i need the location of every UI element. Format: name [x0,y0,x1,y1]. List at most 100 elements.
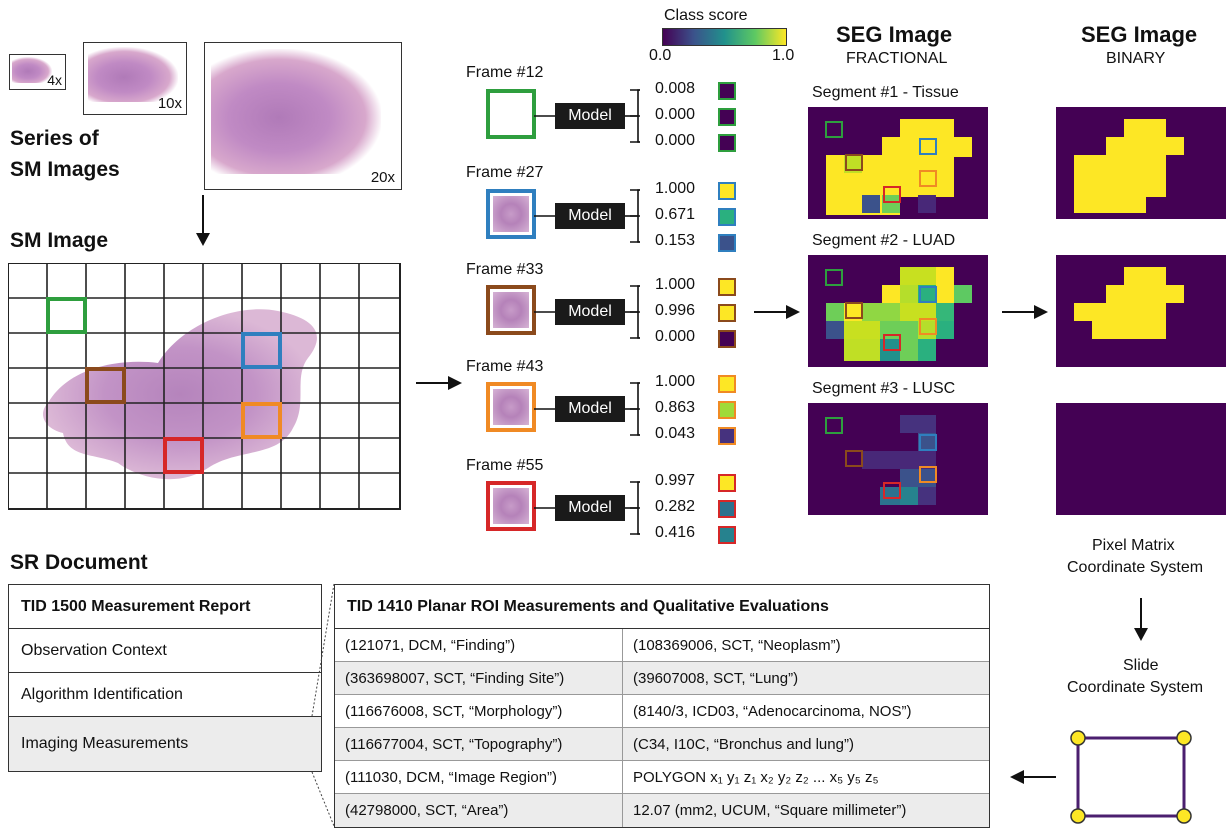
thumbnail-20x: 20x [204,42,402,190]
score-value: 0.416 [655,524,696,541]
score-value: 1.000 [655,276,696,293]
down-arrow-icon [196,195,210,246]
score-swatch [718,474,736,492]
grid-frame-33 [85,367,126,404]
segment-label: Segment #2 - LUAD [812,232,956,249]
score-value: 0.000 [655,328,696,345]
grid-frame-43 [241,402,282,439]
score-value: 0.008 [655,80,696,97]
zoom-label-10x: 10x [157,95,182,112]
table-cell: (121071, DCM, “Finding”) [335,629,622,662]
right-arrow-icon [754,305,800,319]
score-value: 1.000 [655,373,696,390]
table-cell: (116677004, SCT, “Topography”) [335,728,622,761]
colorbar-max-label: 1.0 [772,47,795,64]
score-swatch [718,304,736,322]
down-arrow-icon [1134,598,1148,641]
frame-thumbnail [486,89,536,139]
frame-label: Frame #12 [466,64,544,81]
grid-frame-12 [46,297,87,334]
seg-fractional-title: SEG Image [836,22,953,47]
pixel-matrix-label: Pixel Matrix [1092,537,1175,554]
score-swatch [718,234,736,252]
score-swatch [718,108,736,126]
model-box: Model [555,103,625,129]
score-value: 0.996 [655,302,696,319]
score-swatch [718,526,736,544]
table-cell: (C34, I10C, “Bronchus and lung”) [623,728,989,761]
binary-map-luad [1056,255,1226,367]
thumbnail-4x: 4x [9,54,66,90]
frame-label: Frame #43 [466,358,544,375]
binary-map-lusc [1056,403,1226,515]
tid1500-item-imaging-measurements: Imaging Measurements [9,717,321,771]
sm-image-grid [8,263,401,510]
score-swatch [718,375,736,393]
tid1500-header: TID 1500 Measurement Report [9,585,321,629]
seg-binary-title: SEG Image [1081,22,1198,47]
frame-label: Frame #33 [466,261,544,278]
score-swatch [718,134,736,152]
score-value: 0.153 [655,232,696,249]
grid-frame-27 [241,332,282,369]
frame-thumbnail [486,189,536,239]
model-box: Model [555,203,625,229]
score-swatch [718,401,736,419]
left-arrow-icon [1010,770,1056,784]
model-box: Model [555,299,625,325]
slide-coord-label: Slide [1123,657,1159,674]
table-cell: POLYGON x₁ y₁ z₁ x₂ y₂ z₂ ... x₅ y₅ z₅ [623,761,989,794]
table-cell: (108369006, SCT, “Neoplasm”) [623,629,989,662]
binary-map-tissue [1056,107,1226,219]
tid1500-box: TID 1500 Measurement Report Observation … [8,584,322,772]
tid1410-header: TID 1410 Planar ROI Measurements and Qua… [335,585,989,629]
score-swatch [718,182,736,200]
segment-map-lusc [808,403,988,515]
colorbar-min-label: 0.0 [649,47,672,64]
score-swatch [718,208,736,226]
frame-label: Frame #27 [466,164,544,181]
tid1500-item: Algorithm Identification [9,673,321,717]
score-swatch [718,427,736,445]
score-swatch [718,82,736,100]
frame-thumbnail [486,285,536,335]
segment-map-luad [808,255,988,367]
table-cell: (8140/3, ICD03, “Adenocarcinoma, NOS”) [623,695,989,728]
table-cell: 12.07 (mm2, UCUM, “Square millimeter”) [623,794,989,827]
score-swatch [718,500,736,518]
model-box: Model [555,396,625,422]
right-arrow-icon [416,376,462,390]
model-box: Model [555,495,625,521]
table-cell: (116676008, SCT, “Morphology”) [335,695,622,728]
seg-binary-subtitle: BINARY [1106,50,1166,67]
table-cell: (42798000, SCT, “Area”) [335,794,622,827]
tid1410-table: TID 1410 Planar ROI Measurements and Qua… [334,584,990,828]
score-swatch [718,330,736,348]
segment-label: Segment #3 - LUSC [812,380,956,397]
segment-label: Segment #1 - Tissue [812,84,959,101]
zoom-label-4x: 4x [47,72,62,88]
score-value: 0.282 [655,498,696,515]
colorbar [662,28,787,46]
series-title-line1: Series of [10,127,99,150]
frame-connectors [534,89,640,535]
thumbnail-10x: 10x [83,42,187,115]
table-cell: (111030, DCM, “Image Region”) [335,761,622,794]
score-value: 0.043 [655,425,696,442]
score-swatch [718,278,736,296]
score-value: 0.863 [655,399,696,416]
seg-fractional-subtitle: FRACTIONAL [846,50,948,67]
pixel-matrix-label-2: Coordinate System [1067,559,1204,576]
tid1410-divider [622,629,623,827]
frame-label: Frame #55 [466,457,544,474]
dotted-connector [311,583,335,827]
grid-frame-55 [163,437,204,474]
right-arrow-icon [1002,305,1048,319]
score-value: 0.000 [655,132,696,149]
segment-map-tissue [808,107,988,219]
score-value: 0.671 [655,206,696,223]
zoom-label-20x: 20x [370,169,395,186]
slide-coordinate-diagram [1070,730,1192,824]
score-value: 1.000 [655,180,696,197]
score-value: 0.000 [655,106,696,123]
